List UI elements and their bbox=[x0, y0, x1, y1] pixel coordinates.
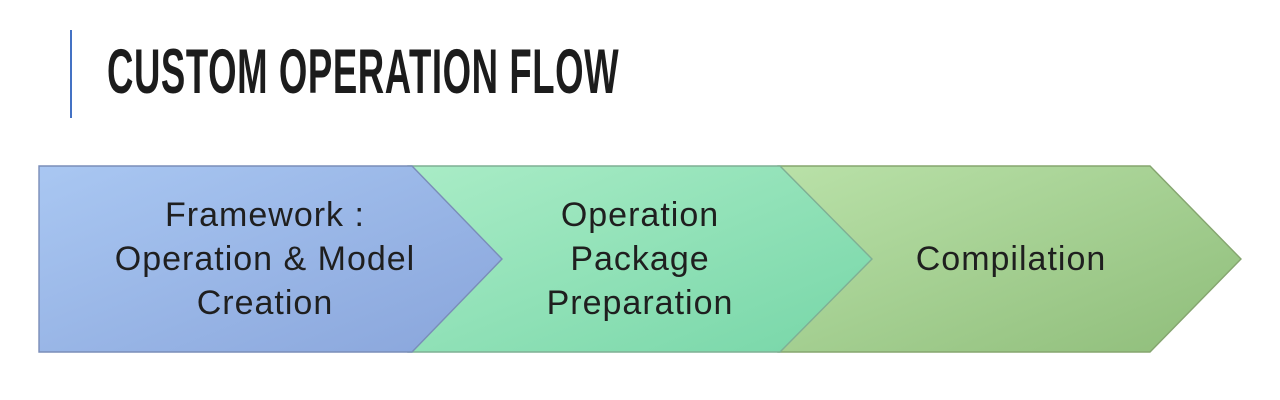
slide-title[interactable]: CUSTOM OPERATION FLOW bbox=[107, 37, 620, 107]
flow-step-shape-framework-operation-model-creation[interactable] bbox=[38, 165, 503, 353]
title-accent-bar bbox=[70, 30, 72, 118]
